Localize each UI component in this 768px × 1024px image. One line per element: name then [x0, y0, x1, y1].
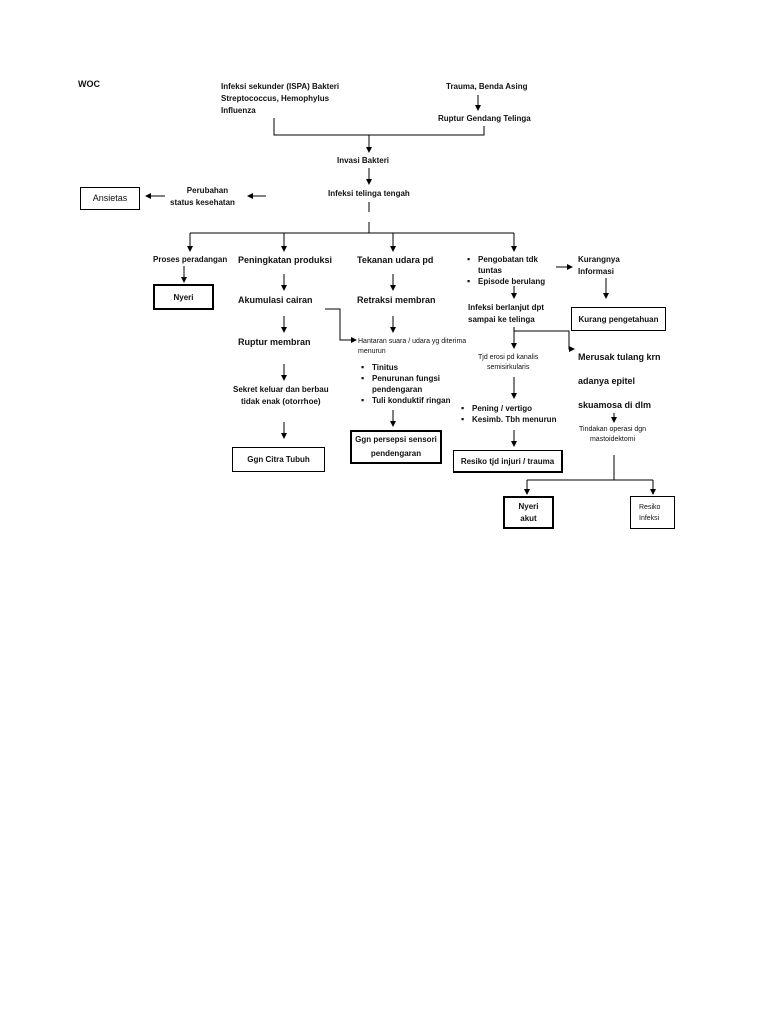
node-infeksi-sekunder: Infeksi sekunder (ISPA) Bakteri Streptoc… [221, 81, 339, 117]
node-tekanan-udara: Tekanan udara pd [357, 255, 434, 265]
node-merusak-line1: Merusak tulang krn [578, 352, 661, 362]
node-hantaran-line2: menurun [358, 348, 386, 355]
node-infeksi-berlanjut-line1: Infeksi berlanjut dpt [468, 303, 545, 312]
list-pening: Pening / vertigo Kesimb. Tbh menurun [460, 403, 557, 425]
list-item: Penurunan fungsi pendengaran [361, 373, 444, 395]
node-infeksi-sekunder-line2: Streptococcus, Hemophylus [221, 94, 330, 103]
node-infeksi-berlanjut: Infeksi berlanjut dpt sampai ke telinga [468, 302, 544, 326]
node-sekret-line1: Sekret keluar dan berbau [233, 385, 329, 394]
list-item: Kesimb. Tbh menurun [461, 414, 557, 425]
box-resiko-injuri: Resiko tjd injuri / trauma [453, 450, 563, 473]
node-infeksi-telinga-tengah: Infeksi telinga tengah [328, 189, 410, 198]
node-infeksi-sekunder-line1: Infeksi sekunder (ISPA) Bakteri [221, 82, 340, 91]
node-proses-peradangan: Proses peradangan [153, 255, 228, 264]
node-kurangnya-line2: Informasi [578, 267, 615, 276]
list-gejala-pendengaran: Tinitus Penurunan fungsi pendengaran Tul… [360, 362, 451, 406]
node-ruptur-membran: Ruptur membran [238, 337, 311, 347]
node-akumulasi-cairan: Akumulasi cairan [238, 295, 313, 305]
box-ggn-citra-tubuh: Ggn Citra Tubuh [232, 447, 325, 472]
list-item: Pening / vertigo [461, 403, 556, 414]
box-ansietas: Ansietas [80, 187, 140, 210]
node-tindakan-line2: mastoidektomi [589, 436, 636, 443]
list-item: Tuli konduktif ringan [361, 395, 450, 406]
box-resiko-infeksi-line1: Resiko [639, 503, 661, 511]
box-kurang-pengetahuan: Kurang pengetahuan [571, 307, 666, 331]
box-nyeri-akut-line2: akut [520, 513, 537, 523]
box-nyeri-akut: Nyeri akut [503, 496, 554, 529]
box-nyeri: Nyeri [153, 284, 214, 310]
node-merusak-line3: skuamosa di dlm [578, 400, 652, 410]
node-retraksi-membran: Retraksi membran [357, 295, 436, 305]
node-ruptur-gendang: Ruptur Gendang Telinga [438, 114, 531, 123]
node-sekret-line2: tidak enak (otorrhoe) [241, 397, 321, 406]
box-ggn-persepsi-line1: Ggn persepsi sensori [355, 435, 437, 444]
node-infeksi-sekunder-line3: Influenza [221, 106, 256, 115]
node-kurangnya-informasi: Kurangnya Informasi [578, 254, 620, 278]
box-nyeri-akut-line1: Nyeri [518, 501, 539, 511]
merge-bracket [273, 118, 485, 136]
list-pengobatan: Pengobatan tdk tuntas Episode berulang [466, 254, 545, 287]
node-perubahan-line2: status kesehatan [170, 198, 235, 207]
node-tjd-erosi-line1: Tjd erosi pd kanalis [478, 354, 539, 361]
node-perubahan-line1: Perubahan [186, 186, 229, 195]
list-item: Pengobatan tdk tuntas [467, 254, 538, 276]
node-perubahan-status: Perubahan status kesehatan [170, 185, 235, 209]
node-tindakan-line1: Tindakan operasi dgn [579, 426, 647, 433]
node-sekret-keluar: Sekret keluar dan berbau tidak enak (oto… [233, 384, 329, 408]
node-invasi-bakteri: Invasi Bakteri [337, 156, 390, 165]
node-trauma: Trauma, Benda Asing [446, 82, 528, 91]
node-merusak-line2: adanya epitel [578, 376, 636, 386]
node-peningkatan-produksi: Peningkatan produksi [238, 255, 333, 265]
arrow-to-merusak [513, 327, 575, 352]
arrow-to-hantaran [325, 308, 357, 343]
box-ggn-persepsi: Ggn persepsi sensori pendengaran [350, 430, 442, 464]
node-tjd-erosi: Tjd erosi pd kanalis semisirkularis [478, 353, 538, 373]
node-tjd-erosi-line2: semisirkularis [486, 364, 530, 371]
diagram-title: WOC [78, 79, 100, 89]
box-resiko-infeksi: Resiko Infeksi [630, 496, 675, 529]
box-ggn-persepsi-line2: pendengaran [370, 449, 422, 458]
list-item: Tinitus [361, 362, 451, 373]
node-kurangnya-line1: Kurangnya [578, 255, 620, 264]
node-tindakan-operasi: Tindakan operasi dgn mastoidektomi [579, 425, 646, 445]
list-item: Episode berulang [467, 276, 545, 287]
node-hantaran-line1: Hantaran suara / udara yg diterima [358, 338, 467, 345]
node-merusak-tulang: Merusak tulang krn adanya epitel skuamos… [578, 345, 661, 417]
node-infeksi-berlanjut-line2: sampai ke telinga [468, 315, 535, 324]
box-resiko-infeksi-line2: Infeksi [639, 514, 660, 522]
node-hantaran-suara: Hantaran suara / udara yg diterima menur… [358, 337, 466, 357]
